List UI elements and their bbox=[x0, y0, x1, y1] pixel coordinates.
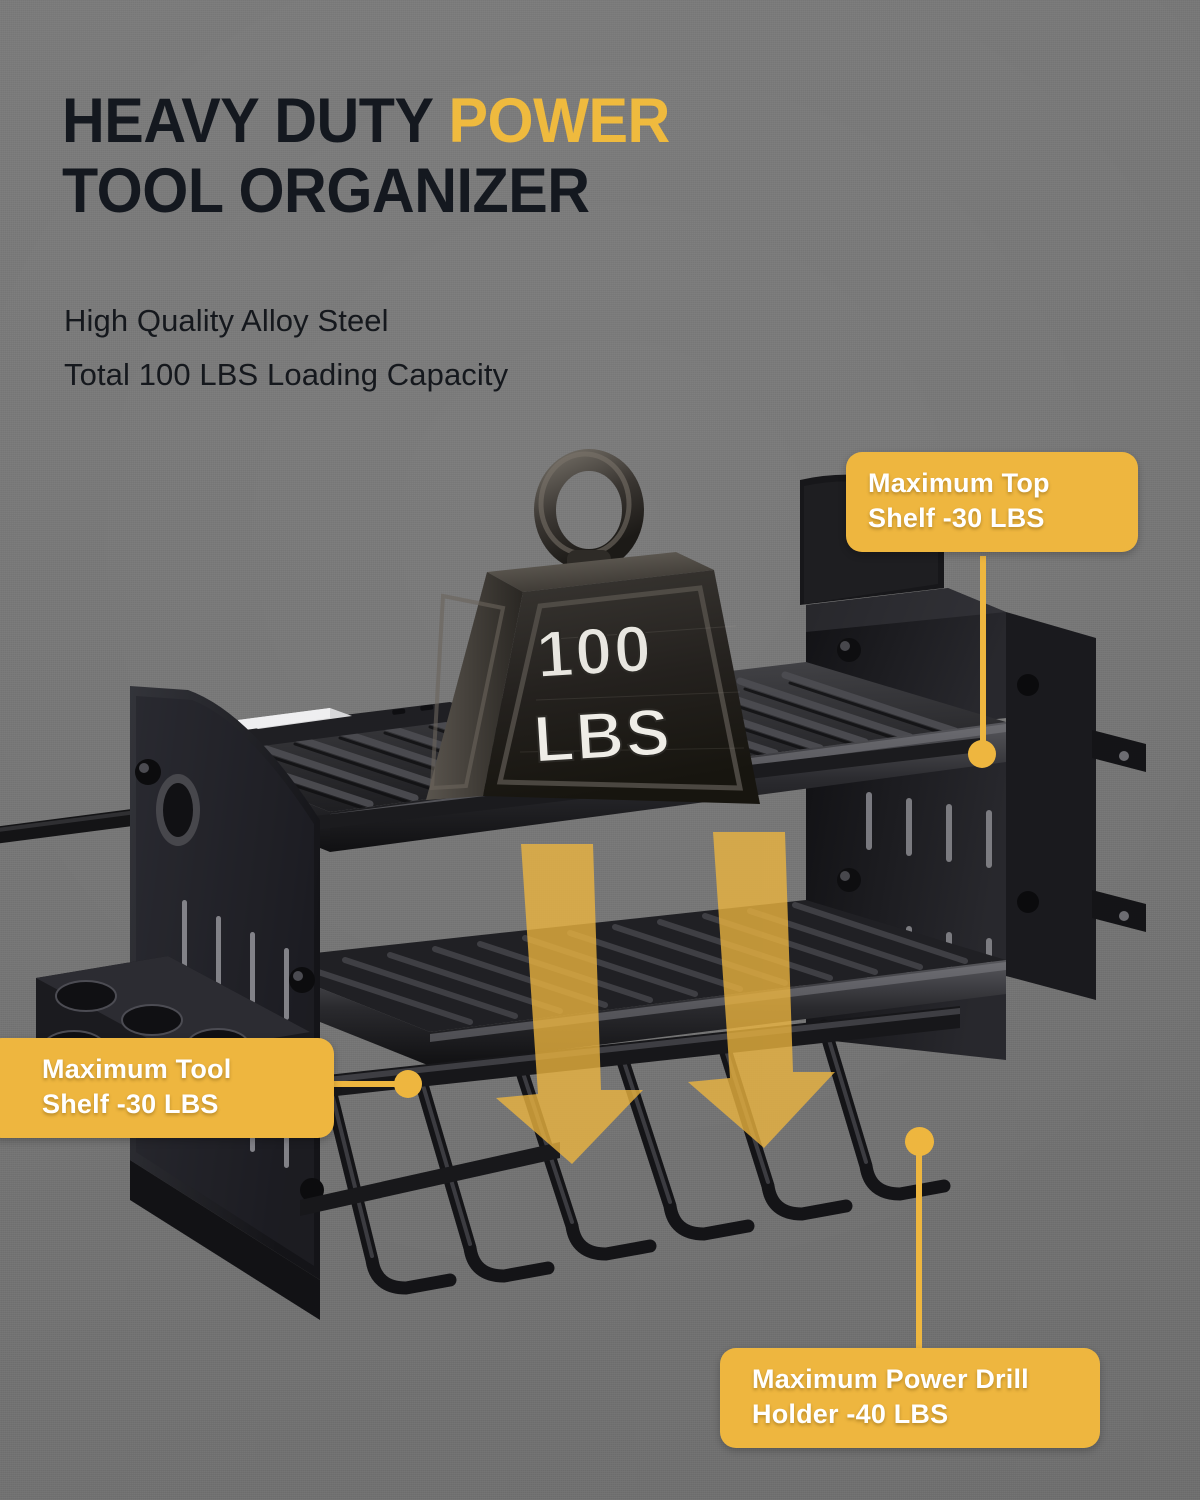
weight-block: 100 LBS bbox=[426, 449, 760, 804]
callout-leader-top-shelf bbox=[980, 556, 986, 754]
callout-badge-top-shelf: Maximum Top Shelf -30 LBS bbox=[846, 452, 1138, 552]
drill-holder-hooks bbox=[323, 1019, 951, 1295]
callout-dot-drill-holder bbox=[905, 1127, 934, 1156]
right-side-panel bbox=[800, 474, 1146, 1060]
load-direction-arrows bbox=[496, 832, 835, 1164]
callout-dot-top-shelf bbox=[968, 740, 996, 768]
lower-cross-bar bbox=[300, 1142, 560, 1216]
callout-dot-tool-shelf bbox=[394, 1070, 422, 1098]
callout-leader-tool-shelf bbox=[290, 1081, 412, 1087]
title-line2: TOOL ORGANIZER bbox=[62, 156, 590, 226]
load-arrow-2 bbox=[688, 832, 835, 1148]
subtitle-line-1: High Quality Alloy Steel bbox=[64, 303, 389, 338]
page-title: HEAVY DUTY POWER TOOL ORGANIZER bbox=[62, 86, 1002, 226]
power-strip bbox=[222, 702, 492, 746]
load-arrow-1 bbox=[496, 844, 643, 1164]
callout-badge-tool-shelf: Maximum Tool Shelf -30 LBS bbox=[0, 1038, 334, 1138]
hook-mount-bar bbox=[300, 1006, 960, 1100]
title-line1-accent: POWER bbox=[448, 86, 670, 156]
weight-label: 100 LBS bbox=[530, 610, 674, 778]
callout-badge-drill-holder: Maximum Power Drill Holder -40 LBS bbox=[720, 1348, 1100, 1448]
weight-label-unit: LBS bbox=[531, 694, 673, 776]
subtitle-line-2: Total 100 LBS Loading Capacity bbox=[64, 357, 509, 392]
weight-label-value: 100 bbox=[534, 611, 654, 692]
callout-leader-drill-holder bbox=[916, 1148, 922, 1354]
title-line1-plain: HEAVY DUTY bbox=[62, 86, 449, 156]
hook-mount-bar-highlight bbox=[300, 1008, 960, 1086]
weight-body bbox=[426, 552, 760, 804]
